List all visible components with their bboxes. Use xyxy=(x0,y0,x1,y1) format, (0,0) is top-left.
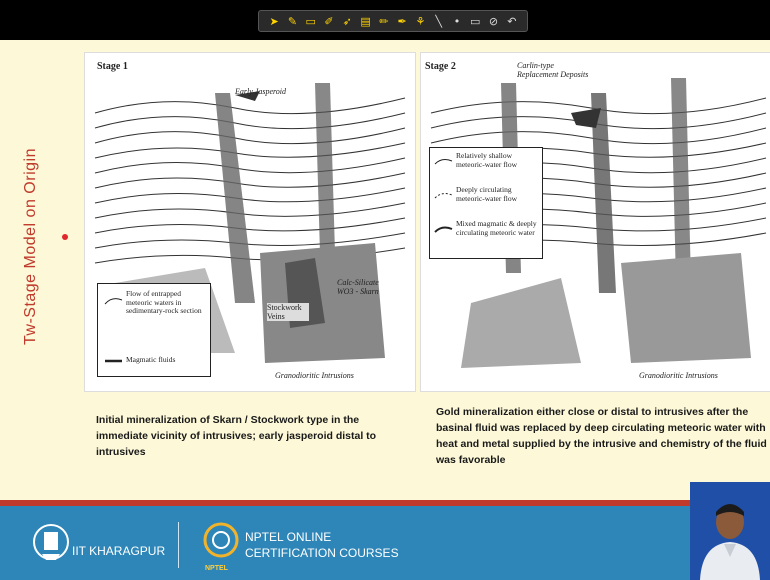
box-icon[interactable]: ▤ xyxy=(359,14,373,28)
brush-icon[interactable]: ⚘ xyxy=(413,14,427,28)
flow-arrow-icon xyxy=(104,294,124,308)
mixed-flow-arrow-icon xyxy=(434,224,454,236)
shallow-flow-arrow-icon xyxy=(434,156,454,168)
top-bar: ➤ ✎ ▭ ✐ ➶ ▤ ✏ ✒ ⚘ ╲ • ▭ ⊘ ↶ xyxy=(0,0,770,40)
stage1-label: Stage 1 xyxy=(97,61,128,72)
iit-logo-icon xyxy=(32,520,70,564)
pen-icon[interactable]: ✎ xyxy=(285,14,299,28)
laser-pointer-dot xyxy=(62,234,68,240)
slide-title: Tw-Stage Model on Origin xyxy=(22,45,40,345)
legend-deep-text: Deeply circulating meteoric-water flow xyxy=(456,186,538,203)
stage2-legend: Relatively shallow meteoric-water flow D… xyxy=(429,147,543,259)
line-icon[interactable]: ╲ xyxy=(432,14,446,28)
nptel-logo-icon xyxy=(202,520,240,564)
intrusions-label-2: Granodioritic Intrusions xyxy=(639,371,718,380)
marker-icon[interactable]: ✒ xyxy=(395,14,409,28)
pointer-icon[interactable]: ➶ xyxy=(340,14,354,28)
highlighter-icon[interactable]: ✐ xyxy=(322,14,336,28)
presenter-video xyxy=(690,482,770,580)
magmatic-arrow-icon xyxy=(104,356,124,366)
presenter-figure xyxy=(690,482,770,580)
dot-icon[interactable]: • xyxy=(450,14,464,28)
legend-shallow-text: Relatively shallow meteoric-water flow xyxy=(456,152,538,169)
footer xyxy=(0,506,770,580)
rect-icon[interactable]: ▭ xyxy=(468,14,482,28)
stage2-diagram: Stage 2 Carlin-type Replacement Deposits… xyxy=(420,52,770,392)
calc-silicate-label: Calc-Silicate WO3 - Skarn xyxy=(337,278,397,296)
nptel-line2: CERTIFICATION COURSES xyxy=(245,546,399,560)
stage1-diagram: Stage 1 Early Jasperoid Stockwork Veins … xyxy=(84,52,416,392)
intrusions-label: Granodioritic Intrusions xyxy=(275,371,354,380)
deep-flow-arrow-icon xyxy=(434,190,454,202)
undo-icon[interactable]: ↶ xyxy=(505,14,519,28)
stage1-legend: Flow of entrapped meteoric waters in sed… xyxy=(97,283,211,377)
carlin-deposits-label: Carlin-type Replacement Deposits xyxy=(517,61,597,79)
pencil-icon[interactable]: ✏ xyxy=(377,14,391,28)
footer-divider xyxy=(178,522,179,568)
nptel-line1: NPTEL ONLINE xyxy=(245,530,331,544)
arrow-icon[interactable]: ➤ xyxy=(267,14,281,28)
annotation-toolbar: ➤ ✎ ▭ ✐ ➶ ▤ ✏ ✒ ⚘ ╲ • ▭ ⊘ ↶ xyxy=(258,10,528,32)
nptel-sub-label: NPTEL xyxy=(205,565,228,572)
stage2-label: Stage 2 xyxy=(425,61,456,72)
stage2-caption: Gold mineralization either close or dist… xyxy=(436,404,768,468)
legend-flow-text: Flow of entrapped meteoric waters in sed… xyxy=(126,290,206,316)
early-jasperoid-label: Early Jasperoid xyxy=(235,87,286,96)
stockwork-veins-label: Stockwork Veins xyxy=(267,303,309,321)
institute-name: IIT KHARAGPUR xyxy=(72,544,165,558)
legend-magmatic-text: Magmatic fluids xyxy=(126,356,175,365)
eraser-icon[interactable]: ▭ xyxy=(304,14,318,28)
legend-mixed-text: Mixed magmatic & deeply circulating mete… xyxy=(456,220,538,237)
clear-icon[interactable]: ⊘ xyxy=(487,14,501,28)
stage1-caption: Initial mineralization of Skarn / Stockw… xyxy=(96,412,408,460)
